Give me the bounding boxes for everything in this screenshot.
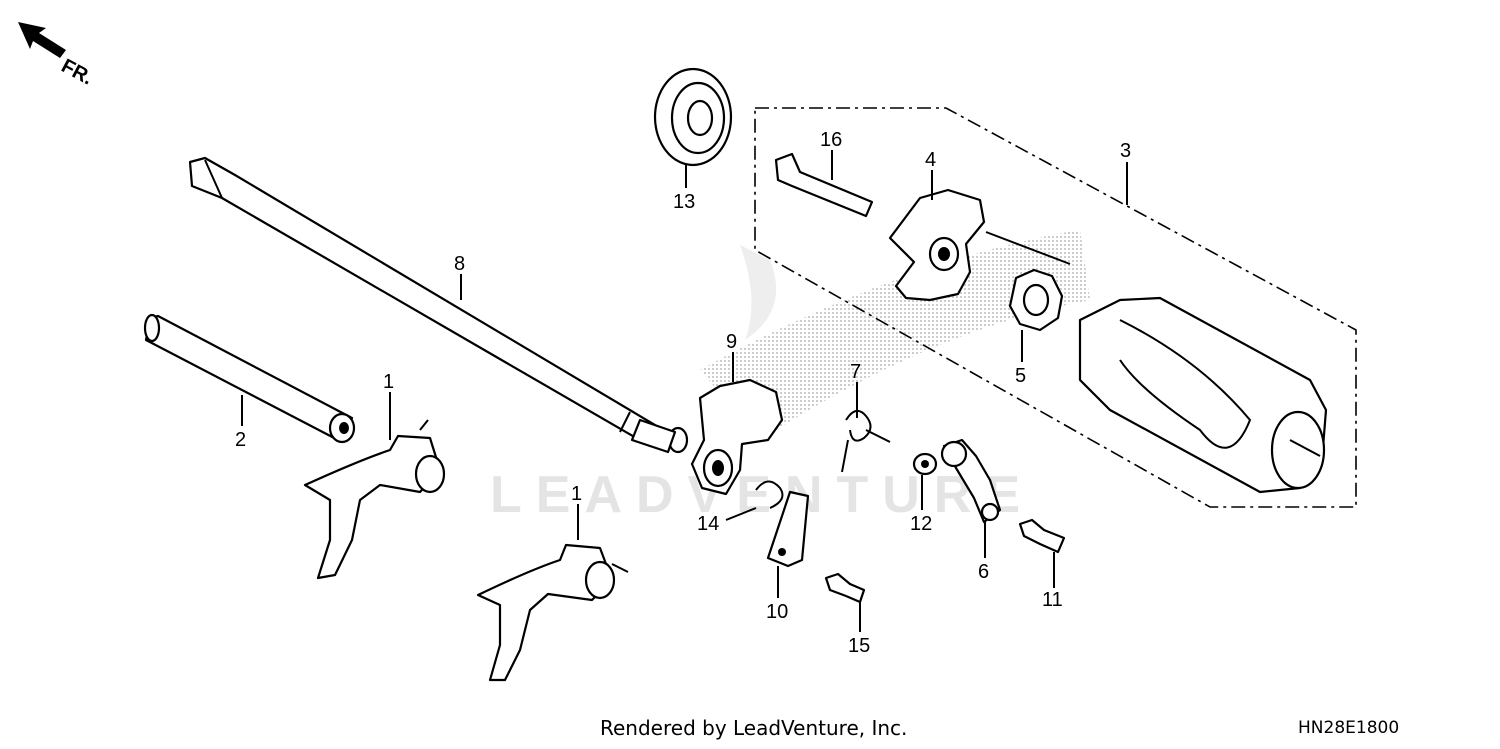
spring-part-7 xyxy=(841,409,891,473)
front-arrow-icon xyxy=(18,22,66,58)
drum-center-part-4 xyxy=(888,188,1071,302)
callout-11: 11 xyxy=(1042,589,1063,611)
callout-8: 8 xyxy=(454,253,465,275)
bolt-part-11 xyxy=(1018,518,1066,554)
callout-6: 6 xyxy=(978,561,989,583)
gear-segment-part-9 xyxy=(690,378,784,496)
assembly-boundary xyxy=(754,107,1357,508)
front-label: FR. xyxy=(58,55,97,90)
shift-fork-part-1a xyxy=(303,419,446,580)
diagram-code: HN28E1800 xyxy=(1298,718,1400,738)
bolt-part-15 xyxy=(824,572,866,604)
shift-drum-part-3 xyxy=(1078,296,1328,494)
callout-14: 14 xyxy=(697,513,719,535)
callout-1b: 1 xyxy=(571,483,582,505)
callout-4: 4 xyxy=(925,149,936,171)
fork-shaft-part-2 xyxy=(143,313,356,444)
callout-9: 9 xyxy=(726,331,737,353)
callout-15: 15 xyxy=(848,635,870,657)
bolt-part-16 xyxy=(774,152,874,218)
clip-part-14 xyxy=(755,480,784,509)
star-gear-part-5 xyxy=(1008,268,1064,332)
callout-10: 10 xyxy=(766,601,788,623)
stopper-arm-part-6 xyxy=(940,438,1002,524)
callout-5: 5 xyxy=(1015,365,1026,387)
callout-3: 3 xyxy=(1120,140,1131,162)
leader-lines xyxy=(241,150,1128,632)
callout-12: 12 xyxy=(910,513,932,535)
callout-2: 2 xyxy=(235,429,246,451)
render-credit: Rendered by LeadVenture, Inc. xyxy=(600,716,908,740)
callout-1a: 1 xyxy=(383,371,394,393)
link-plate-part-10 xyxy=(766,490,810,568)
callout-7: 7 xyxy=(850,361,861,383)
callout-13: 13 xyxy=(673,191,695,213)
watermark: LEADVENTURE xyxy=(490,230,1090,524)
shift-fork-part-1b xyxy=(476,543,629,682)
shaft-part-8 xyxy=(188,156,689,454)
callout-16: 16 xyxy=(820,129,842,151)
washer-part-12 xyxy=(912,452,938,476)
bearing-part-13 xyxy=(653,67,733,167)
